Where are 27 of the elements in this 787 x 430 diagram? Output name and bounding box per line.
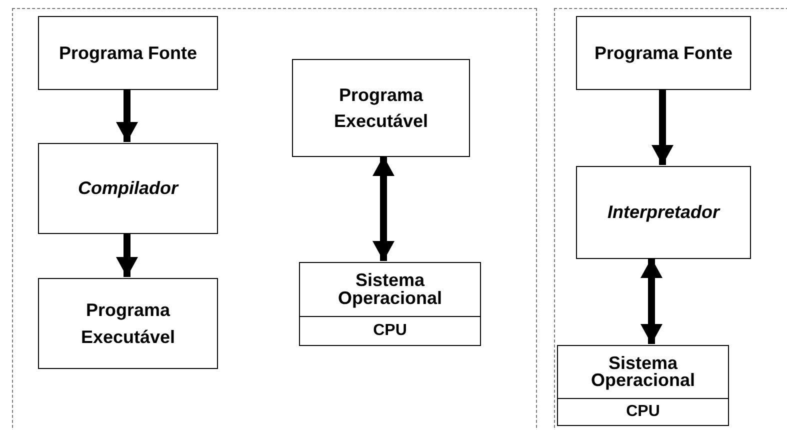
arrow <box>116 233 138 277</box>
process-box <box>38 16 218 90</box>
box-label: Interpretador <box>606 201 722 224</box>
box-label: Programa Executável <box>80 299 176 348</box>
arrow <box>640 258 662 344</box>
box-label: CPU <box>625 402 661 422</box>
box-label: Sistema Operacional <box>590 354 696 390</box>
box-label: Compilador <box>76 177 180 200</box>
box-label: Programa Fonte <box>593 42 734 65</box>
process-box <box>38 143 218 234</box>
arrow <box>372 156 394 261</box>
process-box <box>576 16 751 90</box>
process-box <box>38 278 218 369</box>
process-box <box>557 398 729 426</box>
arrow <box>116 89 138 142</box>
process-box <box>299 262 481 317</box>
process-box <box>576 166 751 259</box>
dashed-panel <box>12 8 537 430</box>
box-label: CPU <box>372 321 408 342</box>
dashed-panel <box>554 8 787 430</box>
arrow <box>652 89 674 165</box>
process-box <box>292 59 470 157</box>
process-box <box>299 316 481 346</box>
process-box <box>557 345 729 399</box>
box-label: Sistema Operacional <box>336 272 444 307</box>
box-label: Programa Executável <box>332 84 430 133</box>
box-label: Programa Fonte <box>58 42 198 65</box>
